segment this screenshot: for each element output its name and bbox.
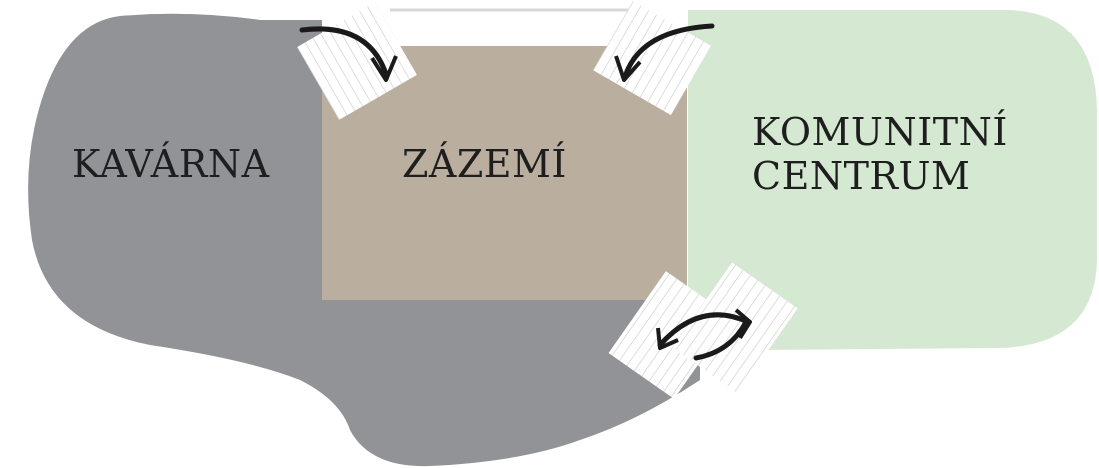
cafe-zone (28, 13, 701, 467)
arrowhead-two-way-left (656, 327, 679, 350)
community-zone (688, 10, 1097, 350)
community-label-line2: CENTRUM (752, 154, 971, 198)
arrow-community-to-backroom (623, 23, 715, 77)
arrowhead-community-to-backroom (614, 55, 642, 82)
arrowhead-two-way-right (734, 308, 752, 340)
arrowhead-cafe-to-backroom (370, 55, 398, 82)
community-label-line1: KOMUNITNÍ (752, 110, 1008, 154)
arrow-two-way-lower (693, 319, 749, 361)
backroom-label: ZÁZEMÍ (402, 142, 567, 186)
arrow-two-way (657, 312, 751, 348)
door-panel-lower-b (672, 262, 798, 394)
arrow-cafe-to-backroom (299, 26, 389, 77)
cafe-label: KAVÁRNA (72, 142, 270, 186)
community-label: KOMUNITNÍ CENTRUM (752, 110, 1008, 198)
